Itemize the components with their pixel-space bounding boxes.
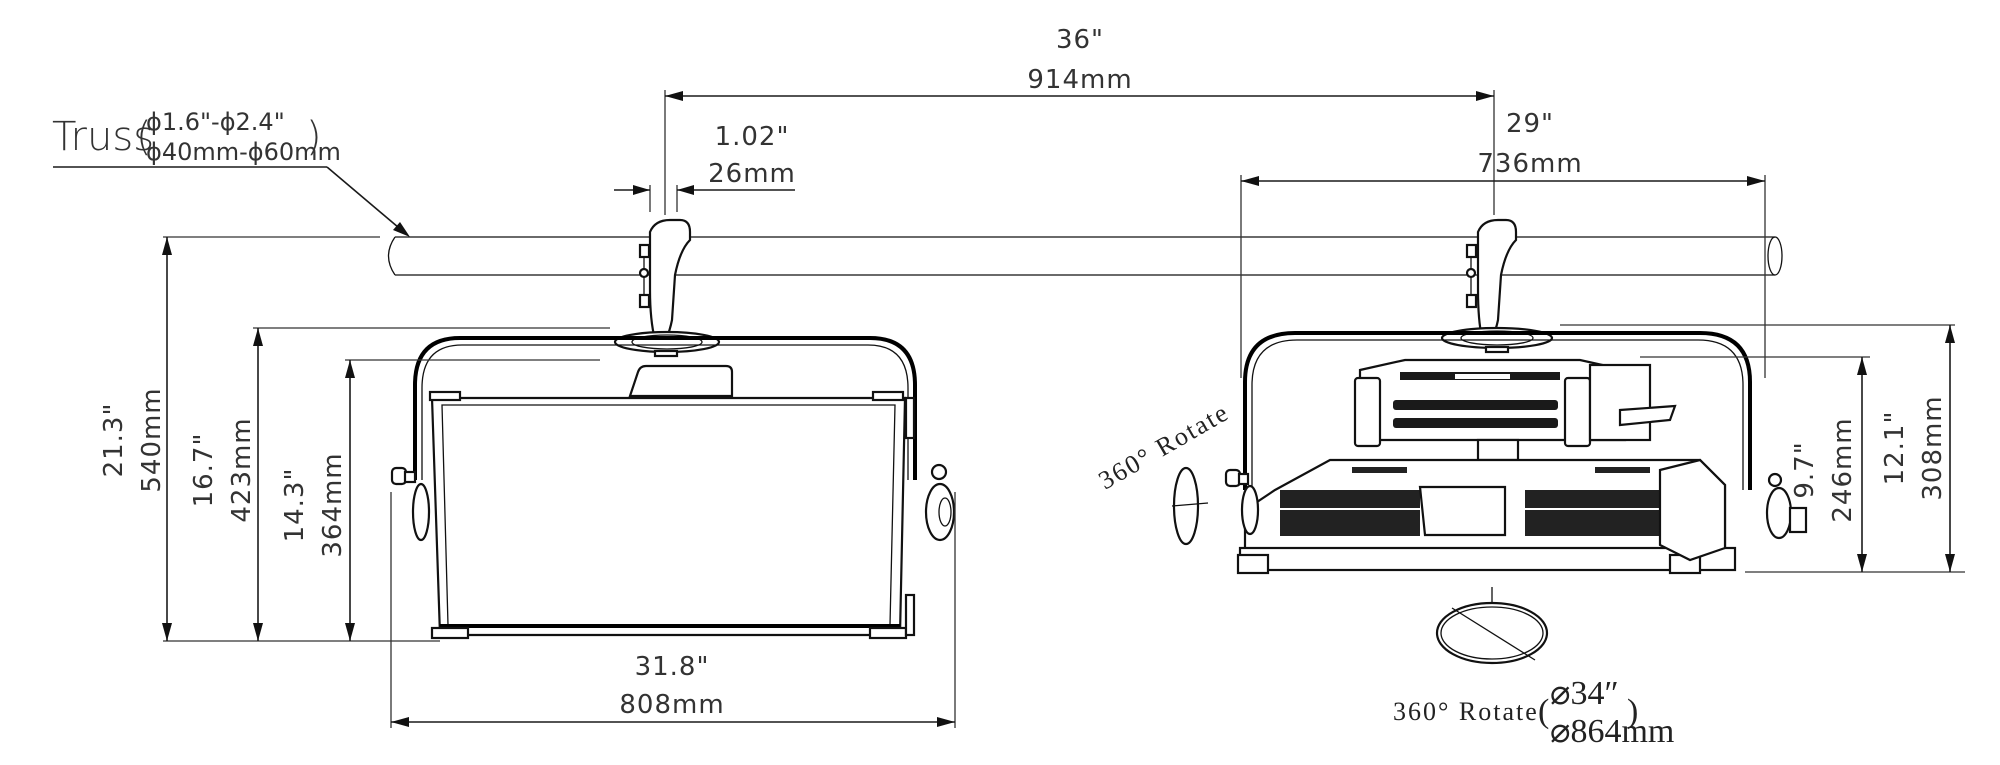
tilt-knob-left-icon bbox=[390, 466, 431, 542]
truss-clamp-icon bbox=[1465, 218, 1518, 340]
pan-ring-icon bbox=[613, 330, 721, 358]
overall-width-mm: 808mm bbox=[619, 690, 724, 720]
truss-clamp-icon bbox=[638, 218, 692, 342]
ballast-vent-rows bbox=[1393, 400, 1558, 428]
yoke-height-mm: 423mm bbox=[227, 417, 257, 522]
dimension-panel-height: 14.3" 364mm bbox=[280, 359, 600, 641]
clamp-width-mm: 26mm bbox=[708, 159, 796, 189]
side-view-fixture bbox=[1224, 218, 1808, 575]
front-view-fixture bbox=[390, 218, 956, 640]
side-depth-mm: 736mm bbox=[1477, 149, 1582, 179]
truss-label: Truss bbox=[52, 114, 154, 160]
control-plate bbox=[1418, 485, 1507, 537]
clamp-width-inches: 1.02" bbox=[715, 122, 790, 152]
light-panel bbox=[428, 390, 916, 640]
panel-height-mm: 364mm bbox=[318, 452, 348, 557]
dimension-clamp-spacing: 36" 914mm bbox=[664, 25, 1495, 215]
dimension-side-body-height: 9.7" 246mm bbox=[1640, 356, 1965, 573]
truss-paren-open: ( bbox=[136, 114, 152, 160]
panel-height-inches: 14.3" bbox=[280, 468, 310, 543]
side-body-height-inches: 9.7" bbox=[1790, 441, 1820, 498]
overall-width-inches: 31.8" bbox=[635, 652, 710, 682]
pan-diameter-inches: ⌀34″ bbox=[1550, 675, 1619, 712]
leader-arrowhead-icon bbox=[393, 222, 410, 237]
truss-paren-close: ) bbox=[306, 114, 322, 160]
truss-pipe bbox=[387, 236, 1783, 276]
ballast-unit bbox=[1353, 358, 1677, 462]
truss-callout: Truss ( ϕ1.6"-ϕ2.4" ϕ40mm-ϕ60mm ) bbox=[52, 108, 410, 237]
tilt-knob-left-icon bbox=[1224, 468, 1260, 536]
yoke bbox=[1243, 331, 1752, 490]
dimension-side-yoke-height: 12.1" 308mm bbox=[1560, 324, 1955, 572]
tilt-knob-right-icon bbox=[924, 463, 956, 542]
side-body-height-mm: 246mm bbox=[1828, 417, 1858, 522]
dimension-clamp-width: 1.02" 26mm bbox=[614, 122, 796, 212]
tilt-rotate-annotation: 360° Rotate bbox=[1094, 397, 1235, 546]
tilt-rotate-label: 360° Rotate bbox=[1094, 397, 1235, 495]
overall-height-inches: 21.3" bbox=[99, 403, 129, 478]
pan-paren-open: ( bbox=[1538, 693, 1549, 730]
light-body bbox=[1236, 458, 1737, 575]
truss-diameter-inches: ϕ1.6"-ϕ2.4" bbox=[146, 108, 285, 136]
dimension-overall-height: 21.3" 540mm bbox=[99, 236, 440, 642]
yoke-height-inches: 16.7" bbox=[189, 433, 219, 508]
dimension-overall-width: 31.8" 808mm bbox=[390, 492, 956, 728]
truss-diameter-mm: ϕ40mm-ϕ60mm bbox=[146, 138, 341, 166]
pan-diameter-mm: ⌀864mm bbox=[1550, 713, 1674, 750]
overall-height-mm: 540mm bbox=[137, 387, 167, 492]
tilt-knob-right-icon bbox=[1765, 472, 1808, 540]
pan-paren-close: ) bbox=[1627, 693, 1638, 730]
dimension-side-depth: 29" 736mm bbox=[1240, 109, 1766, 378]
pan-rotate-label: 360° Rotate bbox=[1393, 697, 1539, 726]
pan-rotate-annotation: 360° Rotate ( ⌀34″ ⌀864mm ) bbox=[1393, 587, 1674, 750]
clamp-spacing-mm: 914mm bbox=[1027, 65, 1132, 95]
clamp-spacing-inches: 36" bbox=[1056, 25, 1104, 55]
carry-handle bbox=[628, 364, 734, 398]
dimension-yoke-height: 16.7" 423mm bbox=[189, 327, 610, 641]
yoke bbox=[413, 336, 917, 480]
side-yoke-height-mm: 308mm bbox=[1918, 395, 1948, 500]
side-depth-inches: 29" bbox=[1506, 109, 1554, 139]
side-yoke-height-inches: 12.1" bbox=[1880, 411, 1910, 486]
heat-sink-fins bbox=[1280, 490, 1665, 536]
